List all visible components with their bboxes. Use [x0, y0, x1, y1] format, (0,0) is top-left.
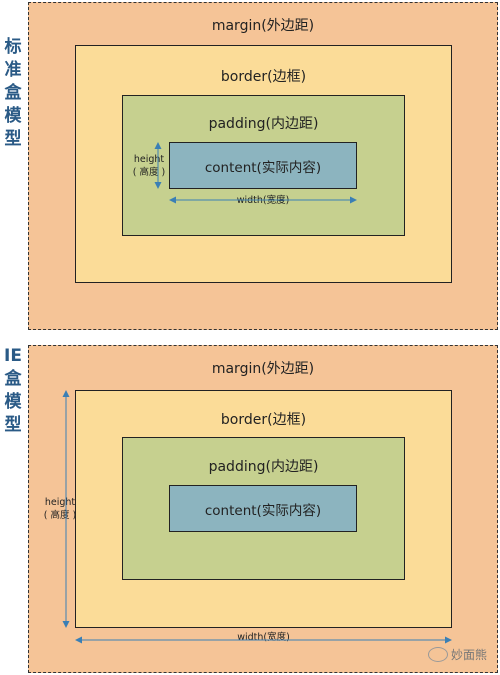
height-subtext: ( 高度 ) — [132, 167, 166, 178]
standard-height-label: height ( 高度 ) — [128, 153, 170, 179]
title-char: 标 — [4, 37, 22, 57]
border-label: border(边框) — [220, 69, 307, 85]
ie-box-model-title: IE 盒 模 型 — [0, 345, 26, 437]
standard-content-box: content(实际内容) — [169, 142, 357, 189]
height-text: height — [44, 497, 76, 508]
title-char: 型 — [4, 129, 22, 149]
title-char: 模 — [4, 106, 22, 126]
watermark-text: 妙面熊 — [451, 648, 488, 662]
ie-content-box: content(实际内容) — [169, 485, 357, 532]
title-char: 准 — [4, 60, 22, 80]
standard-width-label: width(宽度) — [169, 194, 357, 207]
height-text: height — [133, 154, 165, 165]
ie-height-label: height ( 高度 ) — [38, 496, 82, 522]
content-label: content(实际内容) — [204, 159, 322, 176]
ie-width-label: width(宽度) — [75, 631, 452, 644]
title-char: IE — [4, 346, 22, 366]
wechat-icon — [428, 647, 448, 662]
width-text: width(宽度) — [237, 632, 290, 643]
title-char: 盒 — [4, 369, 22, 389]
watermark: 妙面熊 — [428, 646, 487, 663]
title-char: 模 — [4, 392, 22, 412]
standard-box-model-title: 标 准 盒 模 型 — [0, 36, 26, 151]
margin-label: margin(外边距) — [211, 361, 315, 377]
margin-label: margin(外边距) — [211, 18, 315, 34]
title-char: 型 — [4, 415, 22, 435]
height-subtext: ( 高度 ) — [43, 510, 77, 521]
padding-label: padding(内边距) — [208, 459, 319, 475]
padding-label: padding(内边距) — [208, 116, 319, 132]
title-char: 盒 — [4, 83, 22, 103]
content-label: content(实际内容) — [204, 502, 322, 519]
border-label: border(边框) — [220, 412, 307, 428]
width-text: width(宽度) — [236, 195, 290, 206]
